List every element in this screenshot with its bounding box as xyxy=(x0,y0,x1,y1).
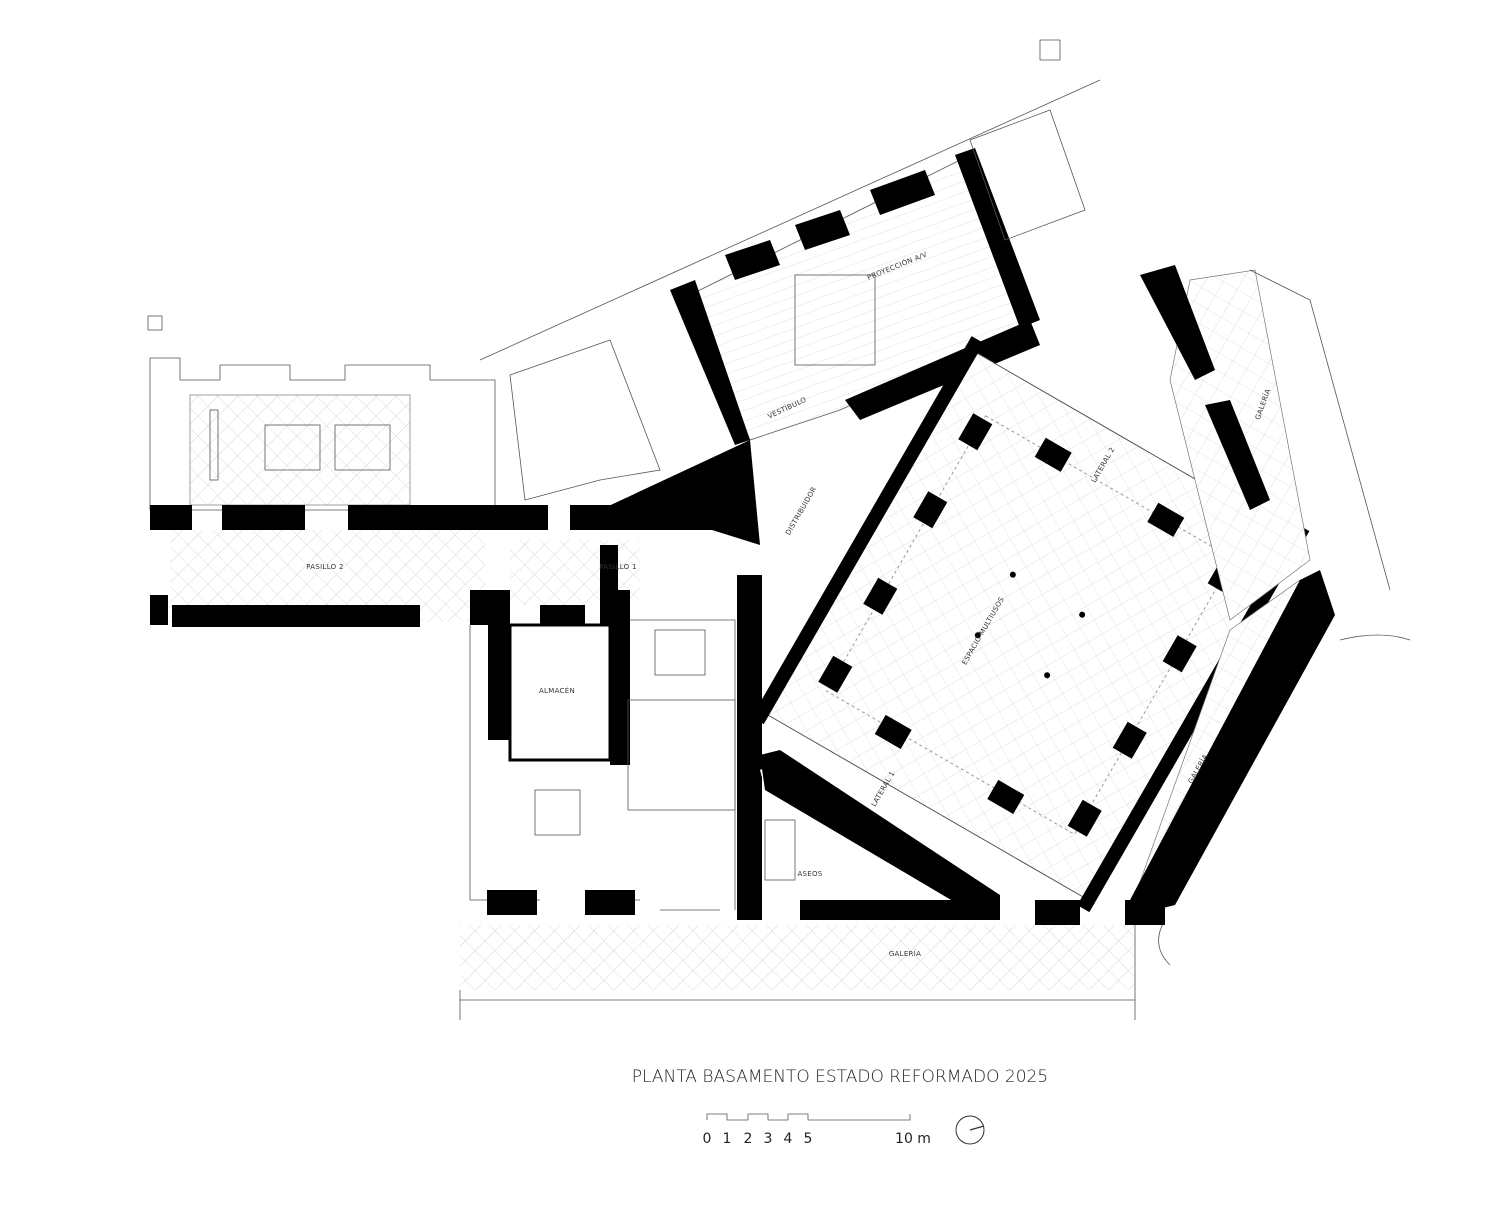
label-pasillo-1: PASILLO 1 xyxy=(599,563,637,571)
label-galeria-s: GALERÍA xyxy=(889,949,921,958)
scale-tick: 3 xyxy=(764,1131,773,1147)
north-block xyxy=(479,39,1101,545)
galeria-sur-facade xyxy=(459,925,1136,1020)
scale-tick: 2 xyxy=(744,1131,753,1147)
scale-end-label: 10 m xyxy=(895,1131,931,1147)
galeria-sur-floor xyxy=(460,925,1135,990)
scale-tick: 5 xyxy=(804,1131,813,1147)
scale-tick: 4 xyxy=(784,1131,793,1147)
plan-title: PLANTA BASAMENTO ESTADO REFORMADO 2025 xyxy=(632,1067,1048,1087)
south-west-rooms xyxy=(469,575,762,920)
label-distribuidor: DISTRIBUIDOR xyxy=(784,485,818,536)
west-block xyxy=(147,315,496,511)
label-almacen: ALMACÉN xyxy=(539,686,575,695)
scale-bar: 0 1 2 3 4 5 10 m xyxy=(703,1113,931,1147)
label-aseos: ASEOS xyxy=(797,870,822,878)
label-pasillo-2: PASILLO 2 xyxy=(306,563,344,571)
scale-tick: 1 xyxy=(723,1131,732,1147)
main-hall xyxy=(751,336,1310,913)
east-galleries xyxy=(760,265,1411,966)
scale-tick: 0 xyxy=(703,1131,712,1147)
north-arrow-icon xyxy=(955,1115,985,1145)
